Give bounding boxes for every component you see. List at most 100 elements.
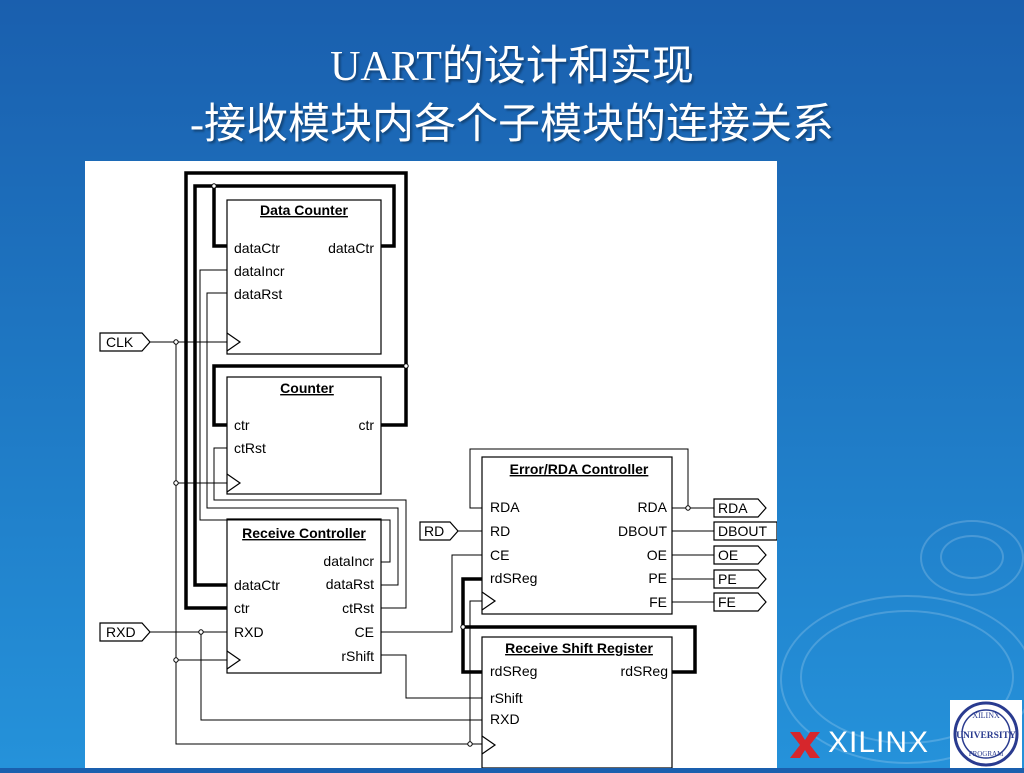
port-label: ctRst [234,440,266,456]
wire-data-rst [206,292,399,586]
decorative-ripple [780,595,1024,764]
signal-wires [150,269,714,745]
junction-dot [173,657,179,663]
input-pin-rd: RD [419,521,459,541]
port-label: rdSReg [490,663,537,679]
junction-dot [198,629,204,635]
bus-ctr-feedback [212,364,406,427]
wire-rxd-shift-register [200,632,482,721]
junction-dot [467,741,473,747]
port-label: dataCtr [234,240,280,256]
port-label: dataCtr [234,577,280,593]
error-rda-controller-block: Error/RDA Controller RDA RD CE rdSReg RD… [481,456,673,615]
port-label: dataIncr [234,263,285,279]
receive-shift-register-block: Receive Shift Register rdSReg rShift RXD… [481,636,673,768]
xilinx-logo-icon [790,732,820,758]
port-label: DBOUT [618,523,667,539]
wire-rda-feedback [469,448,689,509]
svg-text:OE: OE [718,547,738,563]
port-label: rShift [341,648,374,664]
svg-text:PE: PE [718,571,737,587]
output-pin-rda: RDA [713,498,767,518]
port-label: RD [490,523,510,539]
svg-text:UNIVERSITY: UNIVERSITY [956,731,1016,741]
svg-text:RDA: RDA [718,500,748,516]
input-pin-rxd: RXD [99,622,151,642]
junction-dot [173,480,179,486]
junction-dots [173,183,691,747]
slide-title-line1: UART的设计和实现 [330,44,694,90]
bus-data-ctr-feedback [212,186,227,248]
port-label: OE [647,547,667,563]
counter-block: Counter ctr ctRst ctr [226,376,382,495]
port-label: CE [355,624,374,640]
clock-input-symbol [481,735,497,755]
svg-text:DBOUT: DBOUT [718,523,767,539]
university-program-seal-icon: XILINX UNIVERSITY PROGRAM [953,701,1019,767]
wire-clk-bus [175,342,482,745]
port-label: dataIncr [323,553,374,569]
junction-dot [460,624,466,630]
svg-text:RXD: RXD [106,624,136,640]
slide-title-line2: -接收模块内各个子模块的连接关系 [190,102,834,148]
port-label: RDA [637,499,667,515]
data-counter-block: Data Counter dataCtr dataIncr dataRst da… [226,199,382,355]
output-pin-pe: PE [713,569,767,589]
junction-dot [403,363,409,369]
output-pin-fe: FE [713,592,767,612]
bus-rdsreg-to-error [461,577,482,627]
svg-text:RD: RD [424,523,444,539]
port-label: dataRst [234,286,282,302]
receive-shift-register-title: Receive Shift Register [505,640,653,656]
svg-text:CLK: CLK [106,334,134,350]
junction-dot [685,505,691,511]
junction-dot [173,339,179,345]
svg-text:XILINX: XILINX [972,711,1000,720]
port-label: ctr [234,417,250,433]
port-label: FE [649,594,667,610]
bus-ctr [184,171,408,610]
bus-data-ctr [193,184,396,587]
counter-title: Counter [280,380,334,396]
clock-input-symbol [226,332,242,352]
port-label: RDA [490,499,520,515]
svg-text:PROGRAM: PROGRAM [969,750,1004,758]
bus-wires [184,171,697,674]
output-pin-oe: OE [713,545,767,565]
decorative-ripple [920,520,1024,596]
wire-ct-rst [213,447,407,609]
input-pin-clk: CLK [99,332,151,352]
bus-rdsreg [461,625,697,674]
junction-dot [211,183,217,189]
port-label: RXD [490,711,520,727]
port-label: dataCtr [328,240,374,256]
port-label: PE [648,570,667,586]
wire-rshift [381,654,482,699]
receive-controller-title: Receive Controller [242,525,366,541]
wire-ce [381,554,482,633]
error-rda-controller-title: Error/RDA Controller [510,461,649,477]
receive-controller-block: Receive Controller dataCtr ctr RXD dataI… [226,518,382,674]
xilinx-wordmark: XILINX [828,726,930,759]
svg-text:FE: FE [718,594,736,610]
wire-clk-error-controller [469,600,482,744]
port-label: rShift [490,690,523,706]
block-diagram: Data Counter dataCtr dataIncr dataRst da… [99,171,777,768]
port-label: rdSReg [621,663,668,679]
port-label: rdSReg [490,570,537,586]
port-label: ctRst [342,600,374,616]
diagram-canvas: Data Counter dataCtr dataIncr dataRst da… [85,161,777,768]
port-label: CE [490,547,509,563]
port-label: ctr [358,417,374,433]
university-program-seal: XILINX UNIVERSITY PROGRAM [950,700,1022,768]
port-label: dataRst [326,576,374,592]
branding-area: XILINX XILINX UNIVERSITY PROGRAM [786,700,1024,768]
port-label: RXD [234,624,264,640]
clock-input-symbol [481,591,497,611]
wire-data-incr [199,269,391,563]
output-pin-dbout: DBOUT [713,521,777,541]
data-counter-title: Data Counter [260,202,348,218]
port-label: ctr [234,600,250,616]
clock-input-symbol [226,650,242,670]
